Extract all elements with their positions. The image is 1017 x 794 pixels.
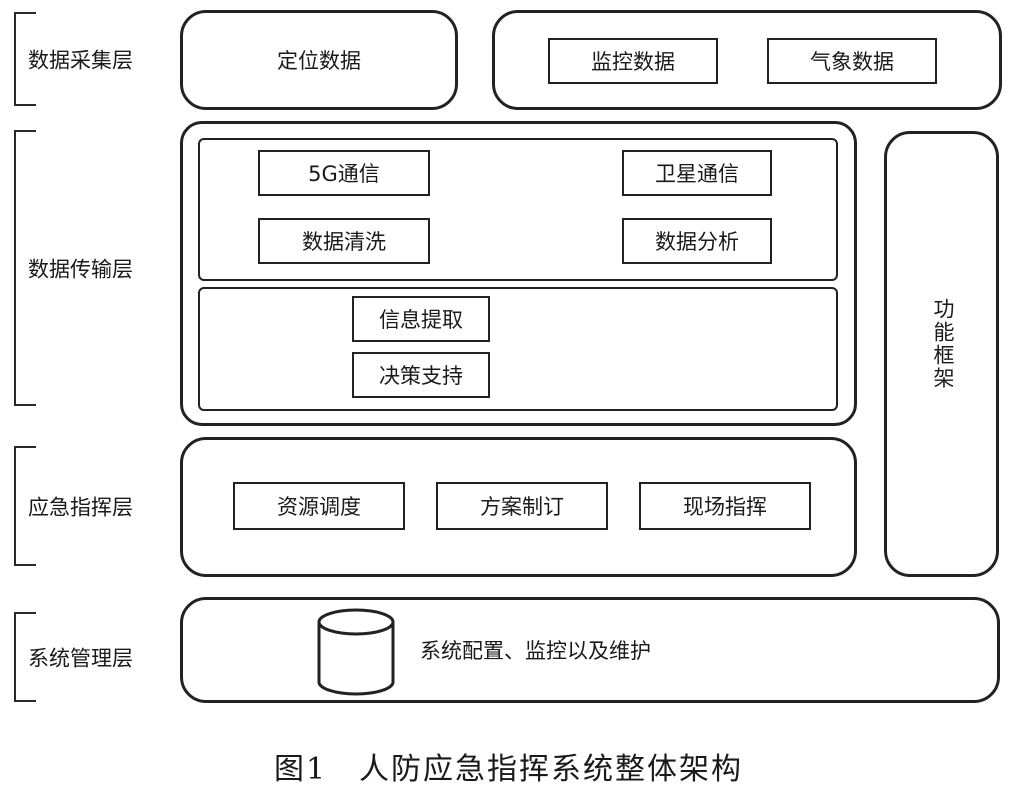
positioning-data-label: 定位数据 xyxy=(277,49,361,73)
transmission-lower-panel xyxy=(198,287,838,411)
data-cleaning-box: 数据清洗 xyxy=(258,218,430,264)
bracket-transmission xyxy=(14,130,36,406)
layer-label-transmission: 数据传输层 xyxy=(28,257,133,282)
monitoring-data-box: 监控数据 xyxy=(548,38,718,84)
database-icon xyxy=(317,608,395,696)
5g-communication-box: 5G通信 xyxy=(258,150,430,196)
info-extraction-box: 信息提取 xyxy=(352,296,490,342)
functional-framework-box xyxy=(884,131,999,577)
weather-data-box: 气象数据 xyxy=(767,38,937,84)
management-container xyxy=(180,597,1000,703)
plan-formulation-box: 方案制订 xyxy=(436,482,608,530)
satellite-communication-box: 卫星通信 xyxy=(622,150,772,196)
layer-label-collection: 数据采集层 xyxy=(28,48,133,73)
functional-framework-label: 功能框架 xyxy=(931,298,955,390)
data-analysis-box: 数据分析 xyxy=(622,218,772,264)
management-description: 系统配置、监控以及维护 xyxy=(420,639,651,663)
decision-support-box: 决策支持 xyxy=(352,352,490,398)
figure-caption: 图1 人防应急指挥系统整体架构 xyxy=(273,752,744,787)
bracket-management xyxy=(14,612,36,702)
layer-label-management: 系统管理层 xyxy=(28,646,133,671)
bracket-collection xyxy=(14,12,36,106)
bracket-command xyxy=(14,446,36,566)
collection-box-left xyxy=(180,10,458,110)
onsite-command-box: 现场指挥 xyxy=(639,482,811,530)
layer-label-command: 应急指挥层 xyxy=(28,495,133,520)
resource-dispatch-box: 资源调度 xyxy=(233,482,405,530)
